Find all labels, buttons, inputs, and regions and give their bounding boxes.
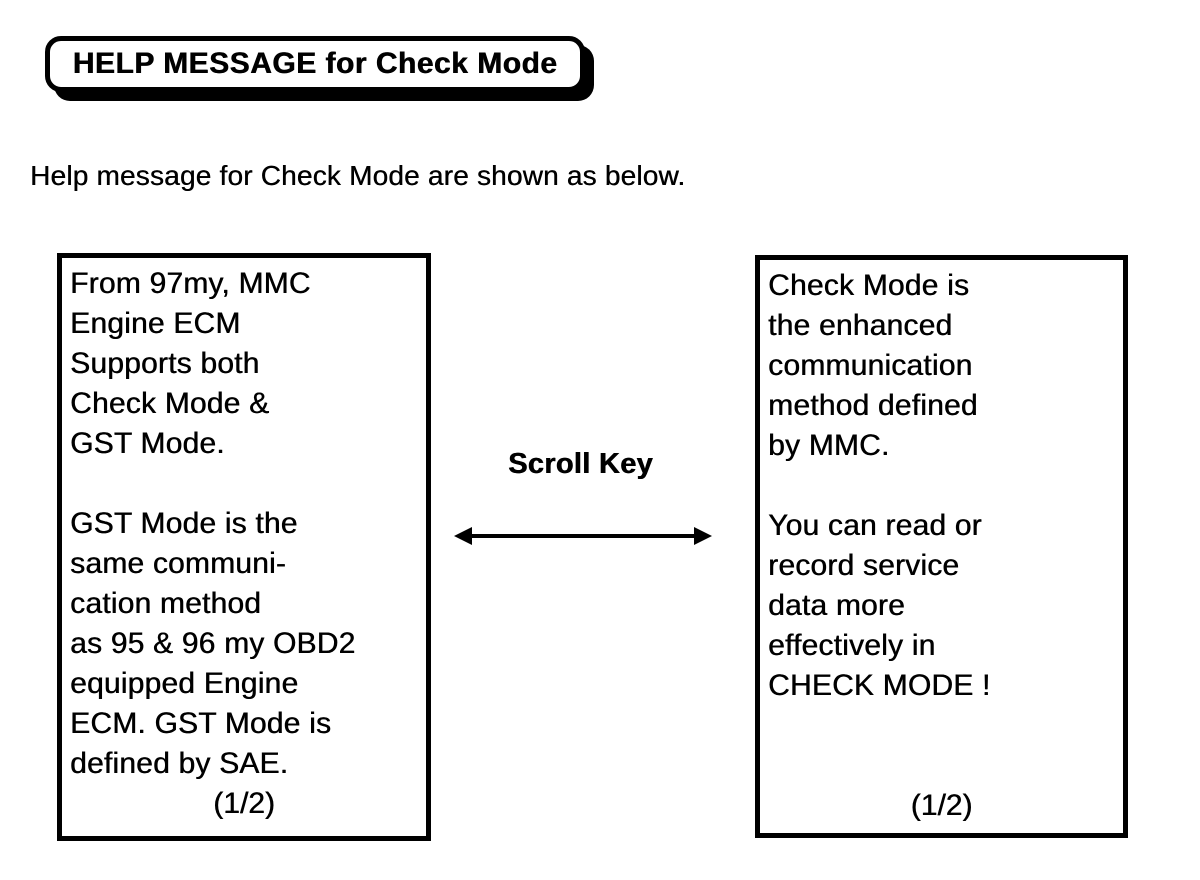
intro-text: Help message for Check Mode are shown as… [30, 160, 686, 191]
help-screen-left: From 97my, MMC Engine ECM Supports both … [57, 253, 431, 841]
page-indicator-right: (1/2) [910, 789, 973, 822]
page-indicator-left: (1/2) [213, 787, 275, 820]
help-screen-left-text: From 97my, MMC Engine ECM Supports both … [70, 267, 356, 780]
left-right-arrow-icon [454, 527, 712, 545]
scroll-key-label: Scroll Key [508, 448, 653, 480]
help-screen-right: Check Mode is the enhanced communication… [755, 255, 1128, 838]
help-screen-right-text: Check Mode is the enhanced communication… [768, 269, 991, 702]
title-banner-label: HELP MESSAGE for Check Mode [72, 47, 558, 80]
title-banner: HELP MESSAGE for Check Mode [45, 36, 585, 92]
